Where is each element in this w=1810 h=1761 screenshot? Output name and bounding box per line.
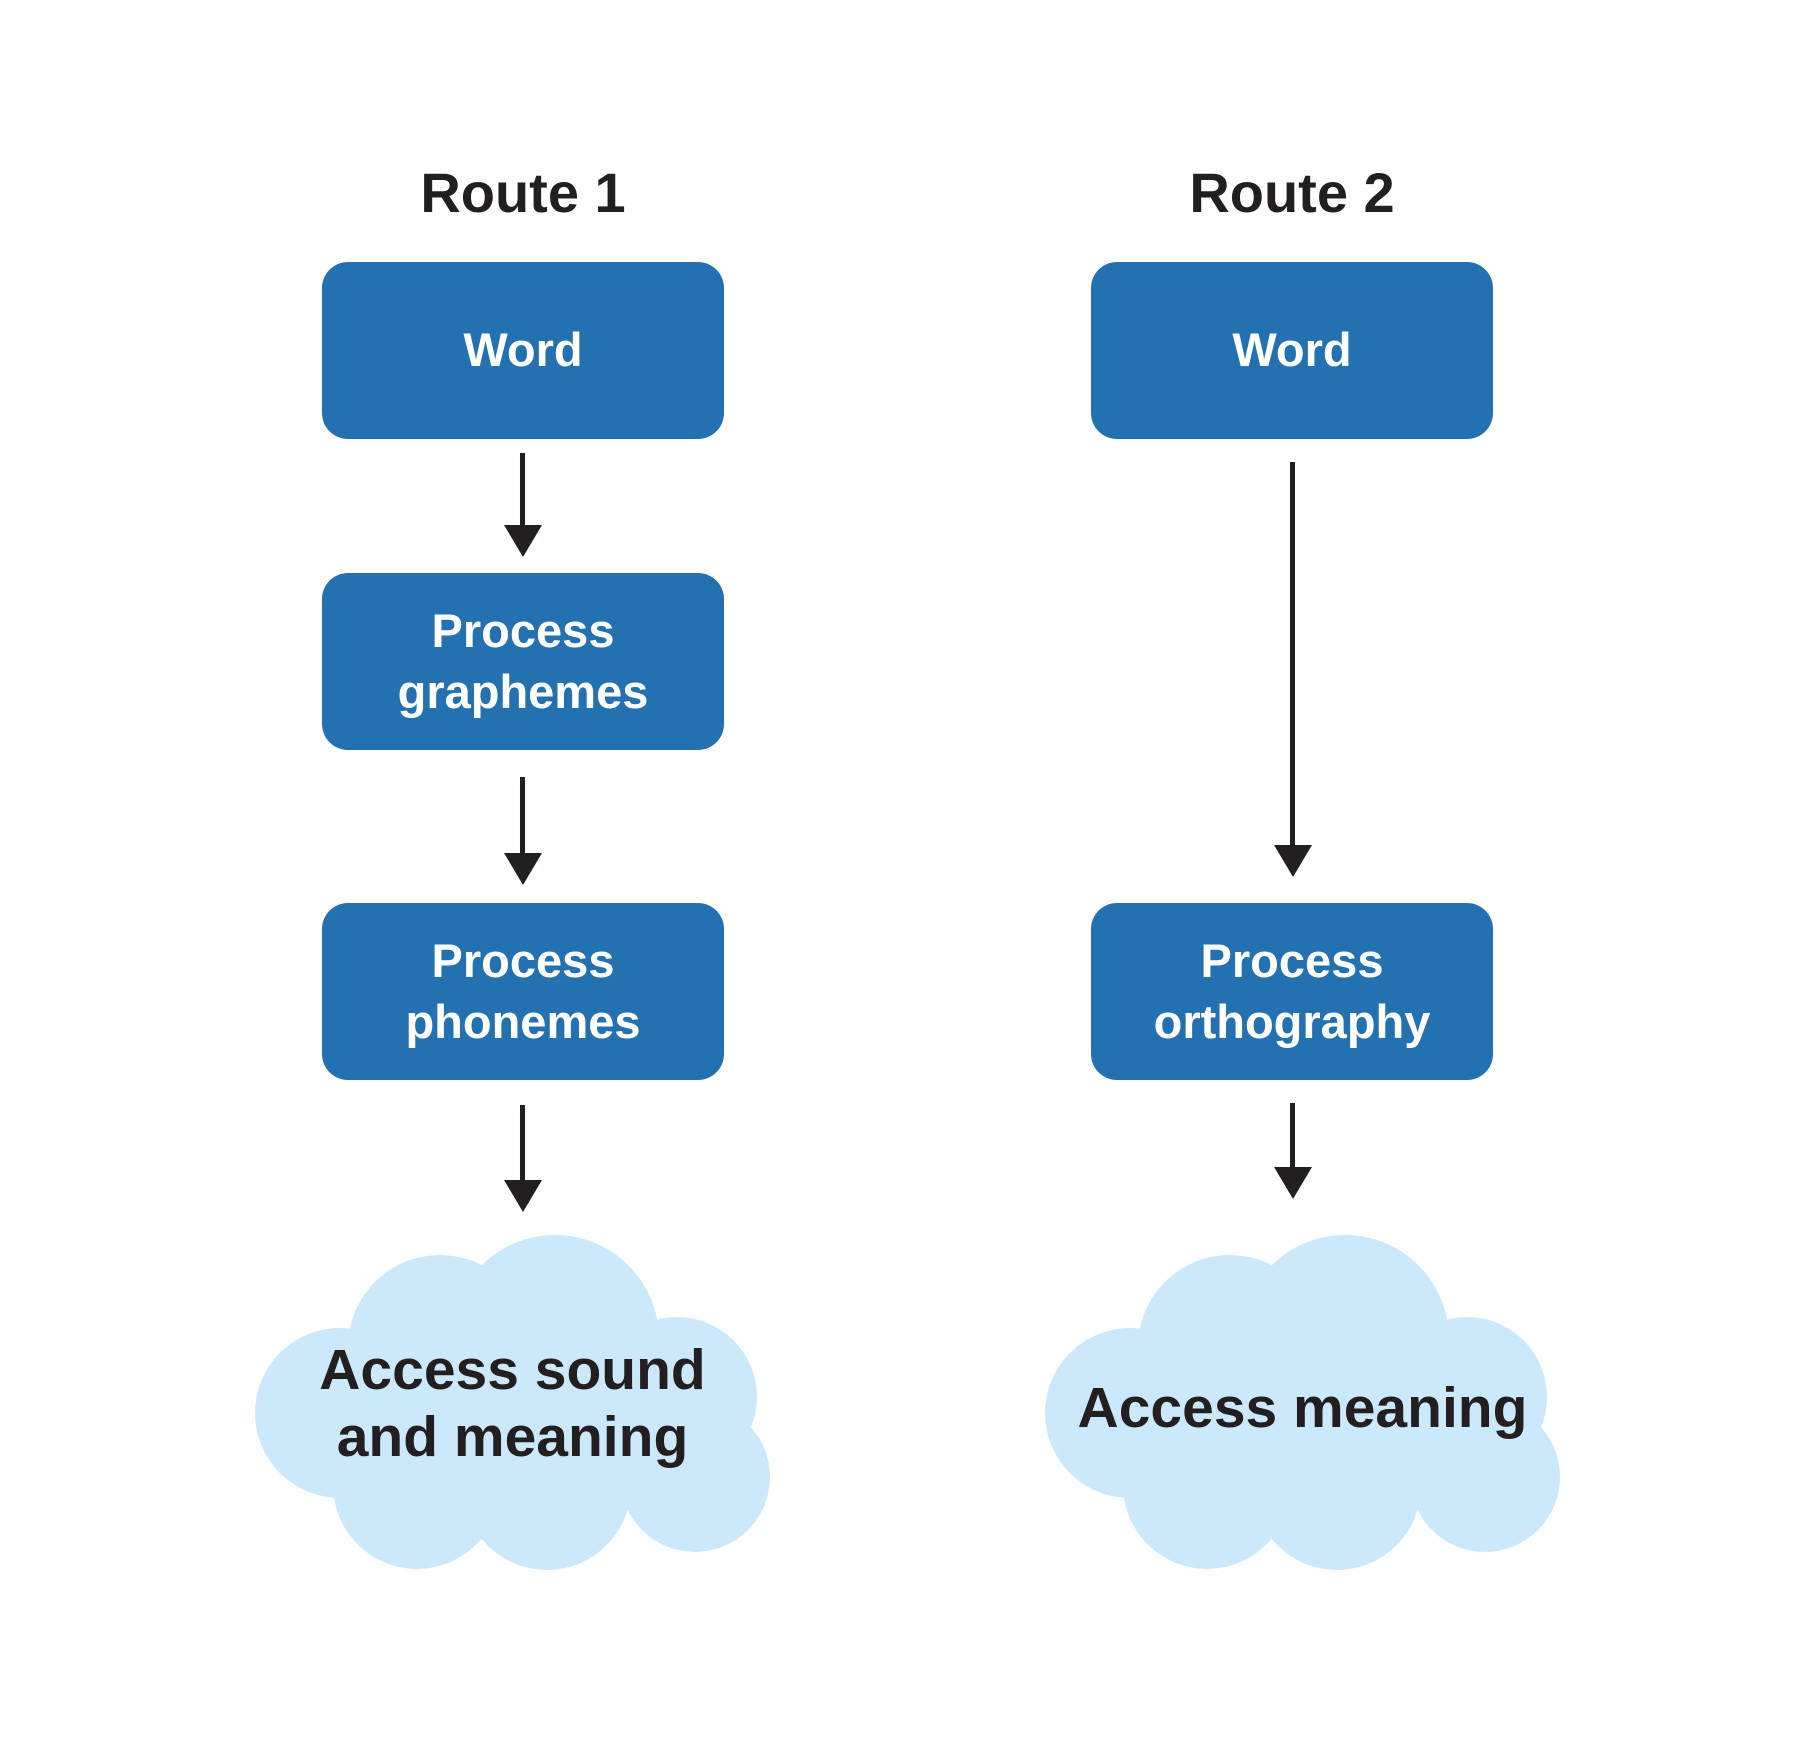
cloud-shape-icon (1045, 1235, 1560, 1570)
route-2-title: Route 2 (1189, 161, 1395, 224)
route-1-cloud-label: Access sound and meaning (255, 1337, 770, 1470)
arrow-head-icon (503, 525, 542, 557)
arrow-shaft (1290, 1103, 1295, 1169)
arrow-head-icon (1273, 845, 1312, 877)
arrow-shaft (520, 777, 525, 855)
arrow-shaft (520, 453, 525, 527)
cloud-shape-icon (255, 1235, 770, 1570)
route-2-cloud-label: Access meaning (1045, 1375, 1560, 1442)
route-1-cloud: Access sound and meaning (255, 1235, 770, 1570)
route-2-box-process-orthography: Process orthography (1091, 903, 1493, 1080)
route-2-cloud: Access meaning (1045, 1235, 1560, 1570)
arrow-shaft (1290, 462, 1295, 847)
route-1-box-process-graphemes: Process graphemes (322, 573, 724, 750)
cloud-label-line: and meaning (336, 1404, 689, 1469)
arrow-head-icon (503, 1180, 542, 1212)
cloud-label-line: Access meaning (1077, 1376, 1528, 1440)
arrow-head-icon (1273, 1167, 1312, 1199)
arrow-head-icon (503, 853, 542, 885)
arrow-shaft (520, 1105, 525, 1182)
route-1-title: Route 1 (420, 161, 626, 224)
route-1-box-word: Word (322, 262, 724, 439)
route-1-box-process-phonemes: Process phonemes (322, 903, 724, 1080)
route-2-box-word: Word (1091, 262, 1493, 439)
cloud-label-line: Access sound (319, 1338, 706, 1402)
